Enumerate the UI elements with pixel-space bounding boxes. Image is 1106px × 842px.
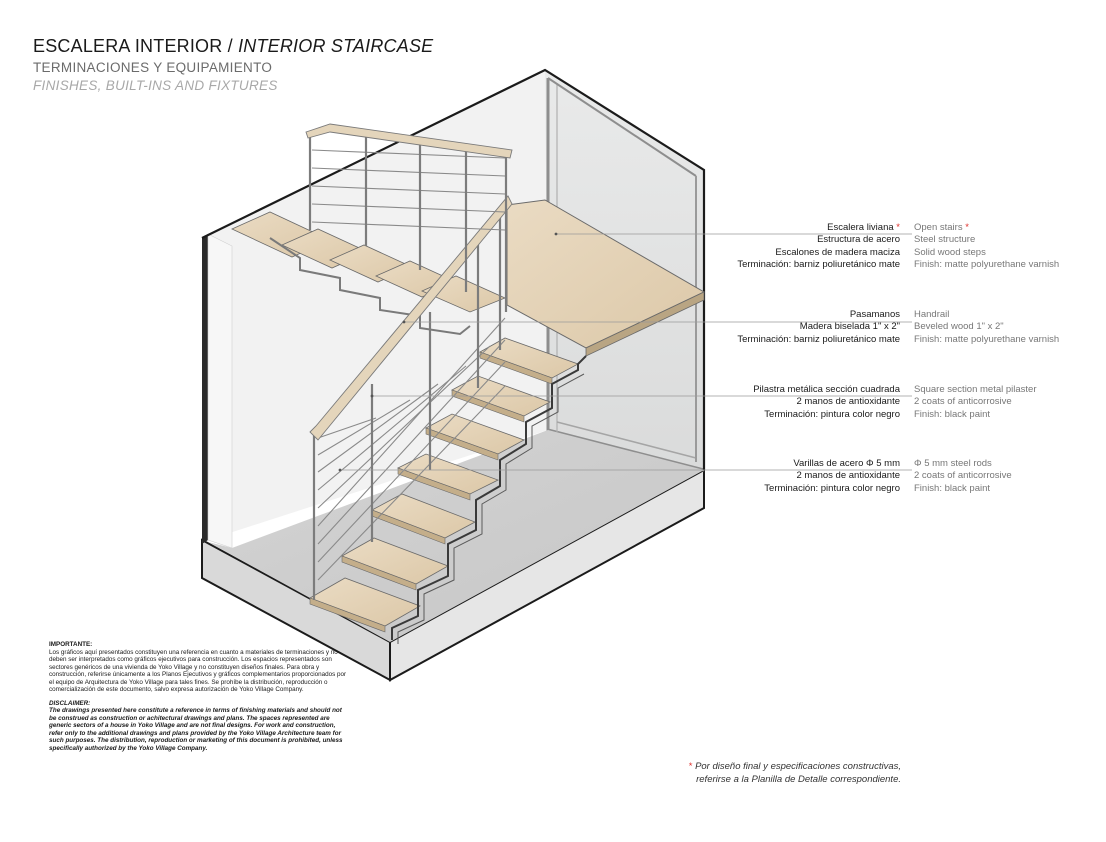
title-en: INTERIOR STAIRCASE (238, 36, 434, 56)
footnote-line-2: referirse a la Planilla de Detalle corre… (696, 773, 901, 785)
lower-handrail (309, 195, 513, 441)
spec-steel-rods-en: Φ 5 mm steel rods 2 coats of anticorrosi… (914, 458, 1012, 494)
disclaimer-heading: DISCLAIMER: (49, 699, 91, 707)
steel-stringer (391, 355, 587, 640)
footnote-line-1: Por diseño final y especificaciones cons… (695, 761, 901, 772)
spec-open-stairs-en: Open stairs * Steel structure Solid wood… (914, 222, 1060, 271)
spec-open-stairs-es: Escalera liviana * Estructura de acero E… (737, 222, 900, 271)
footnote: * Por diseño final y especificaciones co… (689, 761, 901, 786)
upper-balustrade (305, 123, 513, 312)
important-heading: IMPORTANTE: (49, 641, 93, 648)
spec-handrail-en: Handrail Beveled wood 1" x 2" Finish: ma… (914, 309, 1060, 345)
subtitle-en: FINISHES, BUILT-INS AND FIXTURES (33, 78, 278, 93)
notes-block: IMPORTANTE: Los gráficos aquí presentado… (49, 641, 349, 752)
asterisk-icon: * (965, 222, 969, 233)
spec-steel-rods-es: Varillas de acero Φ 5 mm 2 manos de anti… (764, 458, 900, 494)
lower-flight (309, 337, 579, 633)
title-separator: / (222, 36, 239, 56)
lower-balustrade-rods (317, 317, 506, 581)
spec-pilaster-en: Square section metal pilaster 2 coats of… (914, 384, 1037, 420)
spec-handrail-es: Pasamanos Madera biselada 1" x 2" Termin… (737, 309, 900, 345)
subtitle-es: TERMINACIONES Y EQUIPAMIENTO (33, 60, 273, 75)
asterisk-icon: * (896, 222, 900, 233)
page-title: ESCALERA INTERIOR / INTERIOR STAIRCASE (33, 36, 433, 57)
spec-pilaster-es: Pilastra metálica sección cuadrada 2 man… (753, 384, 900, 420)
upper-landing (506, 199, 706, 357)
leader-lines (338, 232, 912, 472)
lower-pilasters (312, 214, 502, 600)
disclaimer-text: The drawings presented here constitute a… (49, 707, 343, 752)
important-text: Los gráficos aquí presentados constituye… (49, 648, 347, 694)
upper-stringer (269, 237, 471, 336)
title-es: ESCALERA INTERIOR (33, 36, 223, 56)
asterisk-icon: * (688, 761, 693, 772)
